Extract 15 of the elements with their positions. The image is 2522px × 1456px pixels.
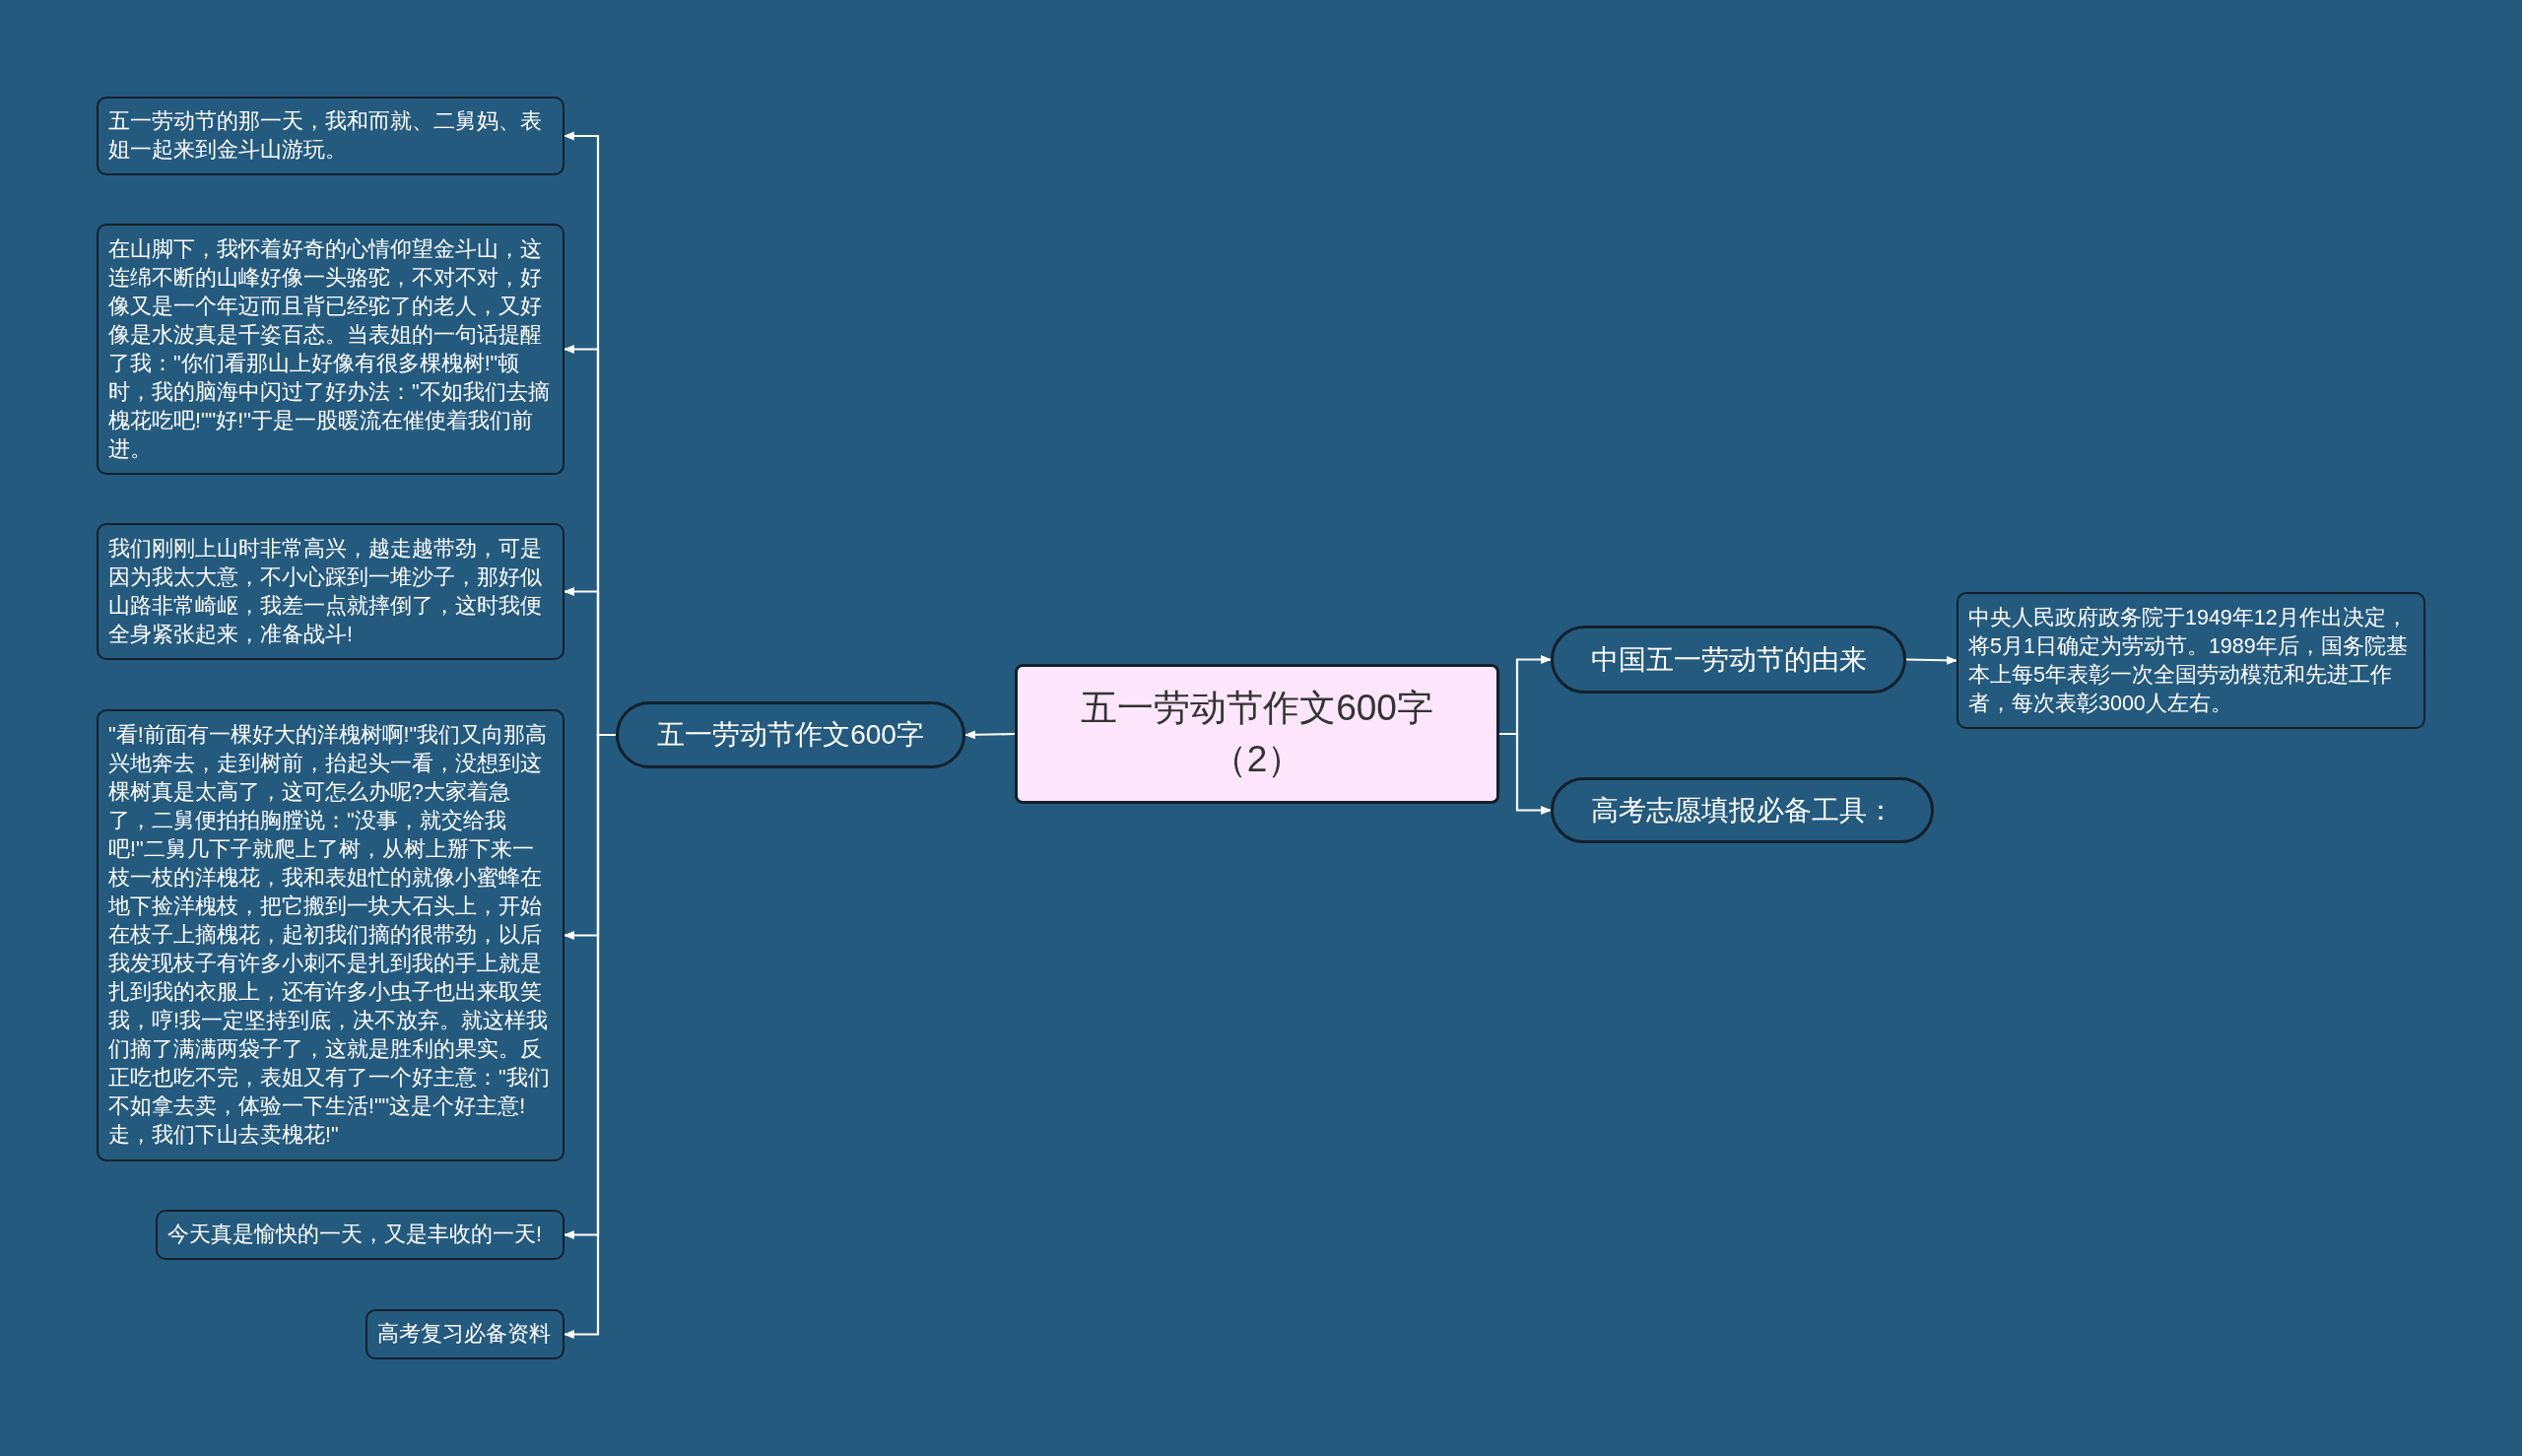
topic-pill: 五一劳动节作文600字 (616, 701, 965, 768)
text-card: 我们刚刚上山时非常高兴，越走越带劲，可是因为我太大意，不小心踩到一堆沙子，那好似山路非常崎岖，我差一点就摔倒了，这时我便全身紧张起来，准备战斗! (97, 523, 564, 660)
connector-arrow (563, 733, 616, 1339)
topic-pill: 中国五一劳动节的由来 (1551, 626, 1906, 694)
central-topic-box: 五一劳动节作文600字（2） (1015, 664, 1499, 804)
connector-arrow (963, 730, 1016, 740)
text-card: 五一劳动节的那一天，我和而就、二舅妈、表姐一起来到金斗山游玩。 (97, 97, 564, 175)
text-card: 中央人民政府政务院于1949年12月作出决定，将5月1日确定为劳动节。1989年后，国务院基本上每5年表彰一次全国劳动模范和先进工作者，每次表彰3000人左右。 (1957, 592, 2425, 729)
text-card: 高考复习必备资料 (365, 1309, 564, 1359)
connector-arrow (1905, 655, 1958, 665)
text-card: 今天真是愉快的一天，又是丰收的一天! (156, 1210, 564, 1260)
text-card: "看!前面有一棵好大的洋槐树啊!"我们又向那高兴地奔去，走到树前，抬起头一看，没想到这棵树真是太高了，这可怎么办呢?大家着急了，二舅便拍拍胸膛说："没事，就交给我吧!"二舅几下子就爬上了树，从树上掰下来一枝一枝的洋槐花，我和表姐忙的就像小蜜蜂在地下捡洋槐枝，把它搬到一块大石头上，开始在枝子上摘槐花，起初我们摘的很带劲，以后我发现枝子有许多小刺不是扎到我的手上就是扎到我的衣服上，还有许多小虫子也出来取笑我，哼!我一定坚持到底，决不放弃。就这样我们摘了满满两袋子了，这就是胜利的果实。反正吃也吃不完，表姐又有了一个好主意："我们不如拿去卖，体验一下生活!""这是个好主意!走，我们下山去卖槐花!" (97, 709, 564, 1161)
connector-arrow (1499, 732, 1553, 815)
topic-pill: 高考志愿填报必备工具： (1551, 777, 1934, 843)
text-card: 在山脚下，我怀着好奇的心情仰望金斗山，这连绵不断的山峰好像一头骆驼，不对不对，好像又是一个年迈而且背已经驼了的老人，又好像是水波真是千姿百态。当表姐的一句话提醒了我："你们看那山上好像有很多棵槐树!"顿时，我的脑海中闪过了好办法："不如我们去摘槐花吃吧!""好!"于是一股暖流在催使着我们前进。 (97, 224, 564, 475)
